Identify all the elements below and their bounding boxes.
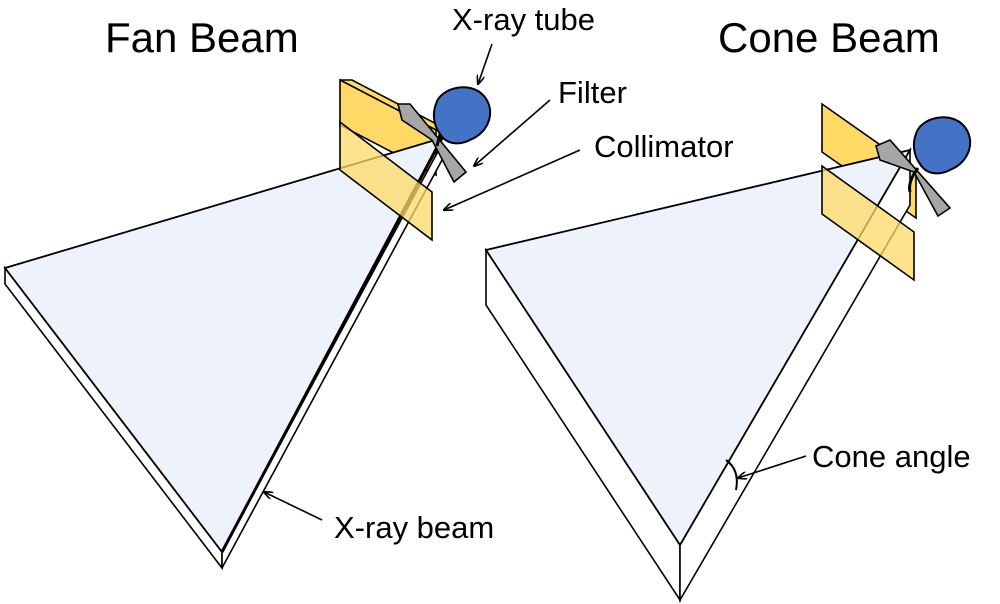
cone-collimator-front-plate — [821, 164, 915, 282]
cone-angle-label: Cone angle — [812, 439, 971, 474]
filter-arrow — [474, 99, 551, 166]
fan-beam-diagram — [3, 78, 492, 571]
xray-tube-label: X-ray tube — [452, 2, 595, 37]
fan-tube-stem — [435, 133, 442, 147]
xray-tube-arrow — [478, 43, 493, 84]
fan-collimator-front-plate — [339, 120, 433, 242]
cone-angle-arrow — [738, 455, 807, 478]
cone-beam-surface — [484, 148, 912, 547]
cone-bowtie-filter-icon — [875, 139, 952, 218]
cone-beam-title: Cone Beam — [718, 14, 940, 61]
fan-xray-tube-icon — [432, 86, 492, 145]
fan-beam-surface — [3, 136, 444, 554]
xray-beam-arrow — [264, 492, 323, 521]
cone-angle-arc — [725, 459, 738, 491]
xray-beam-label: X-ray beam — [334, 510, 494, 545]
fan-bowtie-filter-icon — [396, 103, 468, 184]
cone-xray-tube-icon — [912, 116, 972, 175]
fan-beam-title: Fan Beam — [105, 14, 299, 61]
cone-beam-diagram — [484, 102, 972, 603]
callout-arrows — [264, 43, 807, 521]
collimator-arrow — [444, 149, 581, 210]
collimator-label: Collimator — [594, 129, 734, 164]
cone-tube-neck — [908, 167, 920, 193]
filter-label: Filter — [558, 75, 627, 110]
